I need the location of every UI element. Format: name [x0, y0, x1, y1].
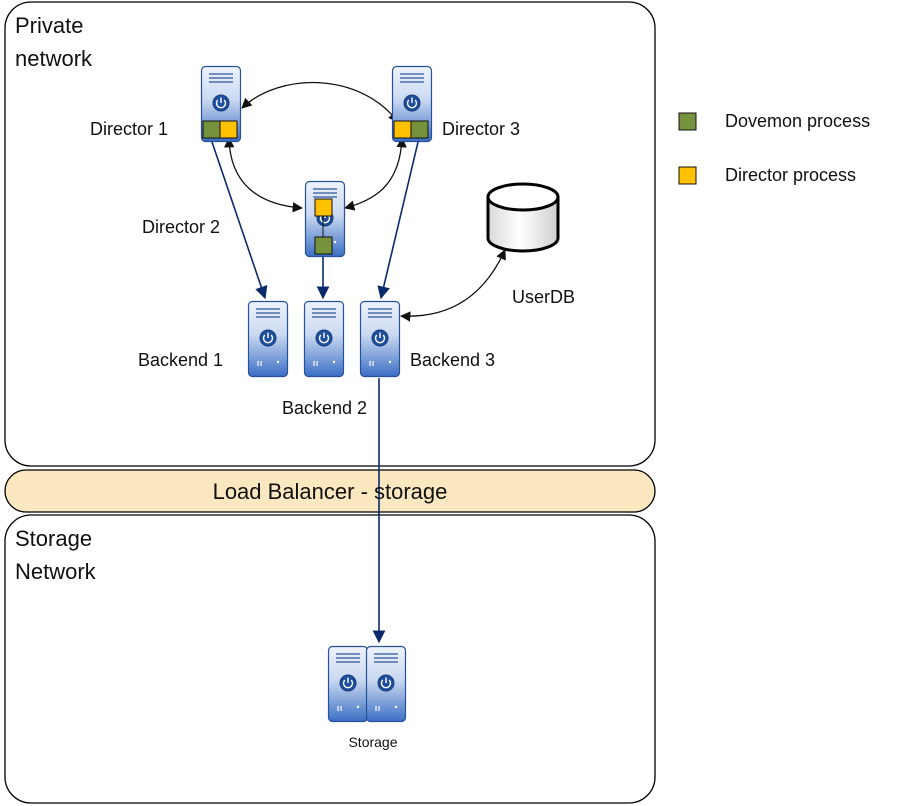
director1-backend1-arrow: [211, 141, 268, 300]
legend-director-label: Director process: [725, 165, 856, 185]
director2-server-icon[interactable]: [304, 180, 346, 258]
backend3-server-icon[interactable]: [359, 300, 401, 378]
legend-director-swatch: [678, 166, 697, 185]
connectors: [211, 82, 506, 644]
backend2-server-icon[interactable]: [303, 300, 345, 378]
storage-network-label-line2: Network: [15, 559, 97, 584]
backend3-label: Backend 3: [410, 350, 495, 370]
director1-director-process: [219, 120, 238, 139]
private-network-label-line2: network: [15, 46, 93, 71]
director1-director2-link: [224, 136, 304, 213]
director3-server-icon[interactable]: [391, 65, 433, 143]
director2-dovemon-process: [314, 236, 333, 255]
private-network-label-line1: Private: [15, 13, 83, 38]
backend1-label: Backend 1: [138, 350, 223, 370]
director3-label: Director 3: [442, 119, 520, 139]
legend-dovemon-label: Dovemon process: [725, 111, 870, 131]
legend: Dovemon process Director process: [678, 111, 870, 185]
userdb-label: UserDB: [512, 287, 575, 307]
director1-server-icon[interactable]: [200, 65, 242, 143]
legend-dovemon-swatch: [678, 112, 697, 131]
storage-label: Storage: [348, 734, 397, 750]
storage-network-label-line1: Storage: [15, 526, 92, 551]
storage-server-icon[interactable]: [327, 645, 407, 723]
director3-director2-link: [343, 136, 407, 211]
director2-label: Director 2: [142, 217, 220, 237]
director2-director-process: [314, 198, 333, 217]
director1-dovemon-process: [202, 120, 221, 139]
director3-director-process: [393, 120, 412, 139]
director1-director3-link: [241, 82, 399, 123]
backend1-server-icon[interactable]: [247, 300, 289, 378]
load-balancer-label: Load Balancer - storage: [213, 479, 448, 504]
director3-backend3-arrow: [377, 141, 419, 300]
load-balancer-bar[interactable]: [4, 469, 656, 513]
userdb-backend3-link: [399, 249, 506, 322]
backend2-label: Backend 2: [282, 398, 367, 418]
director3-dovemon-process: [410, 120, 429, 139]
database-icon[interactable]: [486, 182, 560, 253]
director1-label: Director 1: [90, 119, 168, 139]
